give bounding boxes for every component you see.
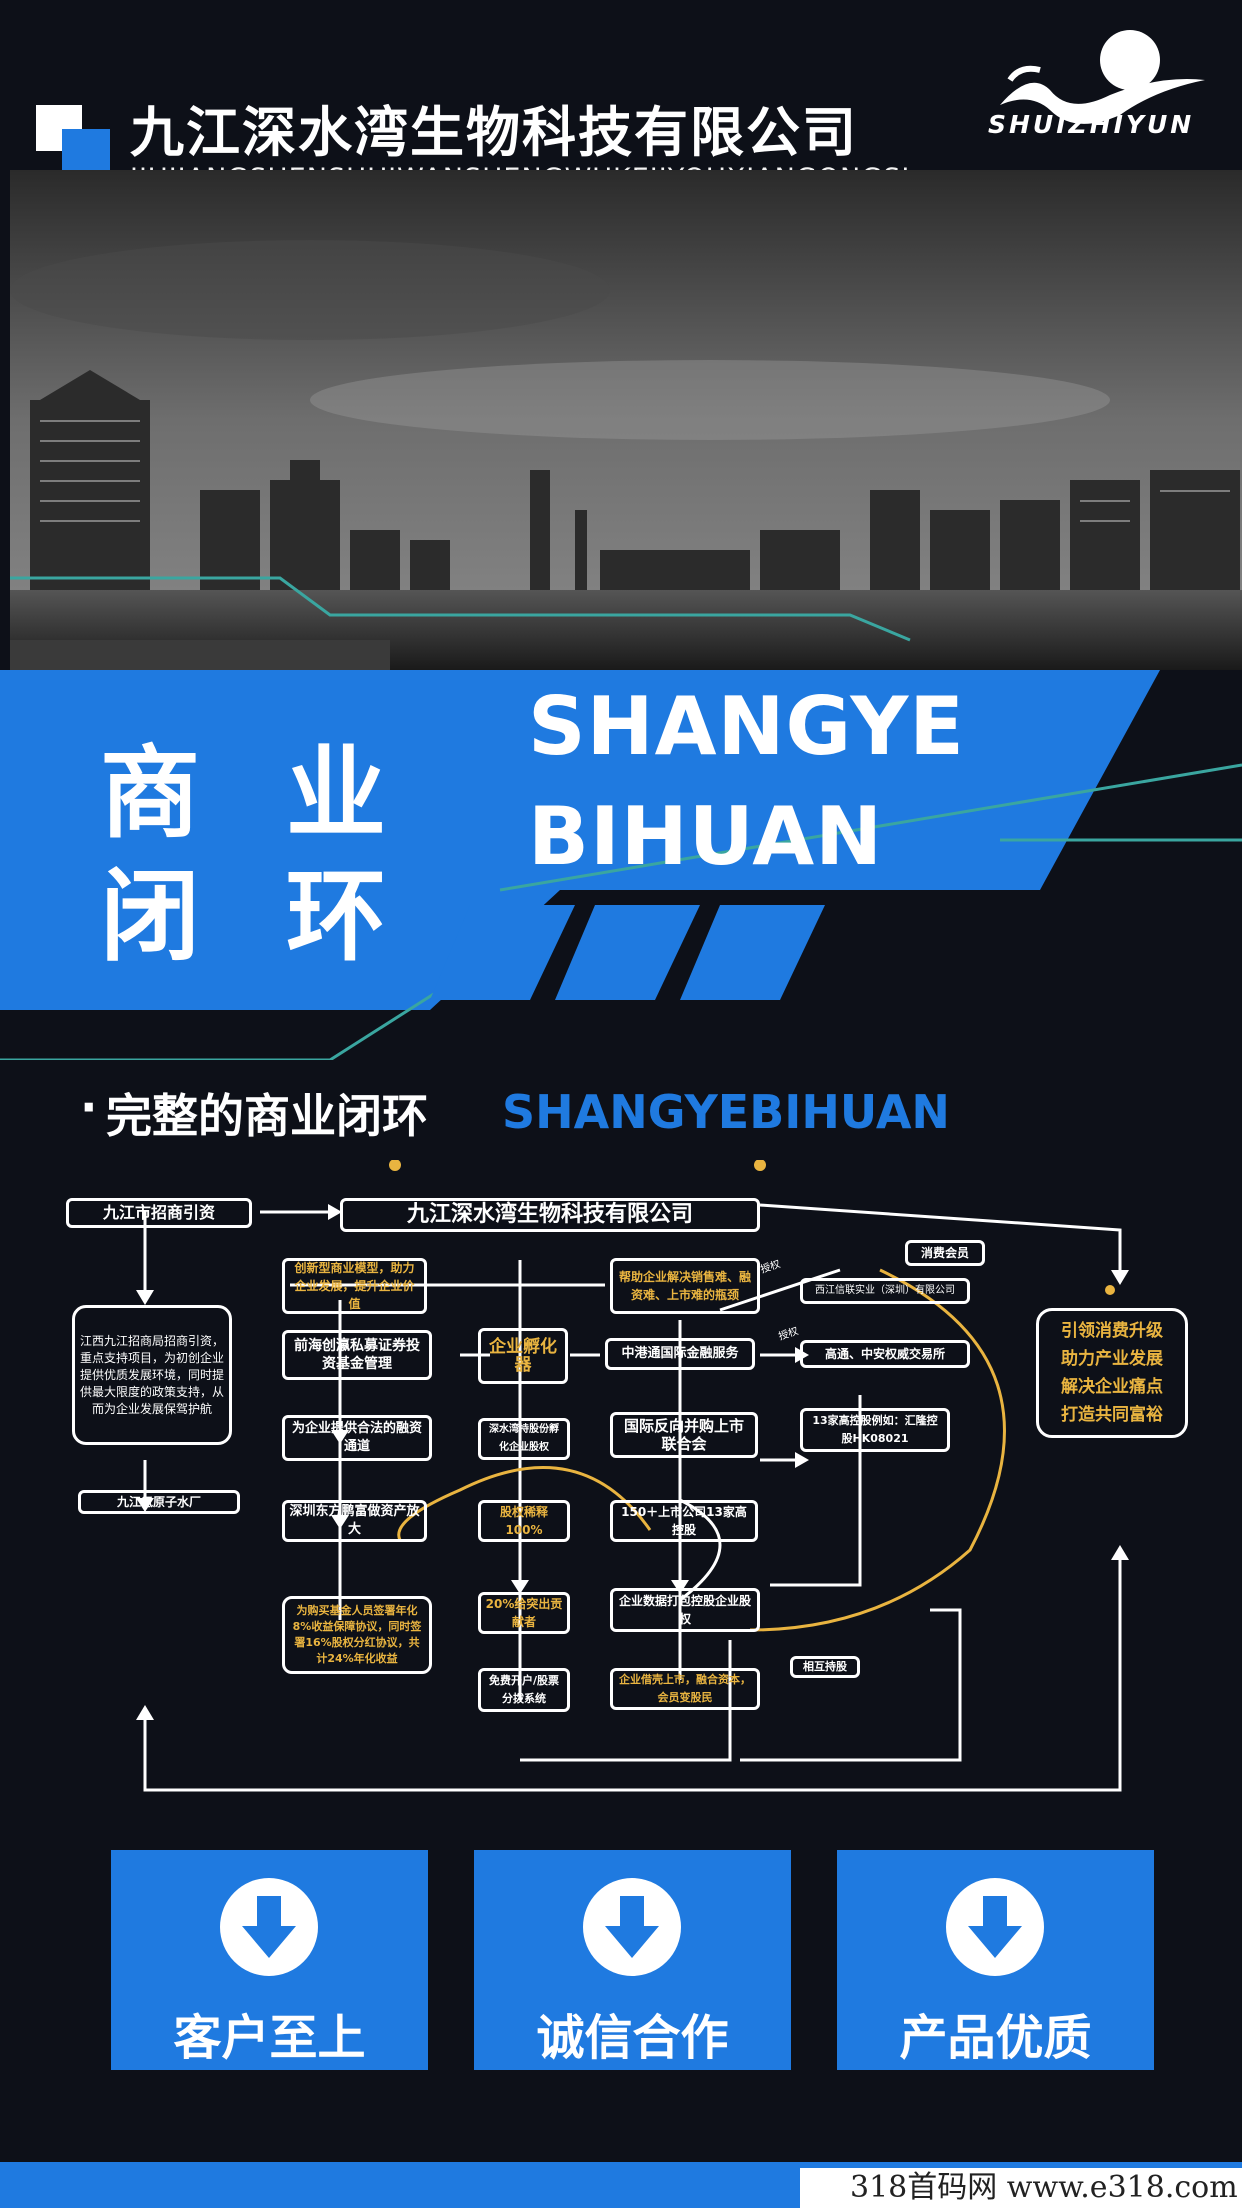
banner-cn-1: 商 bbox=[100, 735, 200, 852]
goal-4: 打造共同富裕 bbox=[1061, 1405, 1163, 1425]
box-150-listed: 150＋上市公司13家高控股 bbox=[610, 1500, 758, 1542]
box-member: 消费会员 bbox=[905, 1240, 985, 1266]
box-innovate: 创新型商业模型，助力企业发展，提升企业价值 bbox=[282, 1258, 427, 1314]
card-quality: 产品优质 bbox=[837, 1850, 1154, 2070]
box-right-goals: 引领消费升级 助力产业发展 解决企业痛点 打造共同富裕 bbox=[1036, 1308, 1188, 1438]
banner-cn-2: 业 bbox=[286, 735, 386, 852]
goal-2: 助力产业发展 bbox=[1061, 1349, 1163, 1369]
box-xixin: 西江信联实业（深圳）有限公司 bbox=[800, 1278, 970, 1304]
down-arrow-icon bbox=[220, 1878, 318, 1976]
banner-en-line1: SHANGYE bbox=[528, 680, 965, 773]
card-customer-first: 客户至上 bbox=[111, 1850, 428, 2070]
goal-1: 引领消费升级 bbox=[1061, 1321, 1163, 1341]
box-hydrogen-plant: 九江氢原子水厂 bbox=[78, 1490, 240, 1514]
box-center-company: 九江深水湾生物科技有限公司 bbox=[340, 1198, 760, 1232]
box-data-pack: 企业数据打包控股企业股权 bbox=[610, 1588, 760, 1632]
goal-3: 解决企业痛点 bbox=[1061, 1377, 1163, 1397]
section-title-en: SHANGYEBIHUAN bbox=[502, 1085, 950, 1139]
brand-logo-icon bbox=[1000, 30, 1205, 124]
banner-cn-3: 闭 bbox=[100, 858, 200, 975]
card-integrity: 诚信合作 bbox=[474, 1850, 791, 2070]
box-free-account: 免费开户/股票分拨系统 bbox=[478, 1668, 570, 1712]
section-title-cn: 完整的商业闭环 bbox=[106, 1089, 428, 1143]
banner-cn-4: 环 bbox=[286, 858, 386, 975]
business-loop-diagram: 九江市招商引资 九江深水湾生物科技有限公司 江西九江招商局招商引资，重点支持项目… bbox=[60, 1160, 1190, 1800]
box-listing: 企业借壳上市，融合资本，会员变股民 bbox=[610, 1668, 760, 1710]
box-finance-channel: 为企业提供合法的融资通道 bbox=[282, 1415, 432, 1461]
banner-background bbox=[0, 670, 1242, 1060]
box-merge: 国际反向并购上市联合会 bbox=[610, 1412, 758, 1458]
banner-en-line2: BIHUAN bbox=[528, 790, 884, 883]
box-mutual: 相互持股 bbox=[790, 1656, 860, 1678]
header: 九江深水湾生物科技有限公司 JIUJIANGSHENSHUIWANSHENGWU… bbox=[0, 0, 1242, 194]
city-skyline-image bbox=[10, 170, 1242, 670]
company-name-cn: 九江深水湾生物科技有限公司 bbox=[130, 101, 858, 164]
box-13-holdings: 13家高控股例如：汇隆控股HK08021 bbox=[800, 1408, 950, 1452]
box-fund-desc: 为购买基金人员签署年化8%收益保障协议，同时签署16%股权分红协议，共计24%年… bbox=[282, 1596, 432, 1674]
watermark: 318首码网 www.e318.com bbox=[800, 2168, 1242, 2208]
box-left-desc: 江西九江招商局招商引资，重点支持项目，为初创企业提供优质发展环境，同时提供最大限… bbox=[72, 1305, 232, 1445]
stripe-1 bbox=[430, 905, 575, 1000]
box-fund: 前海创瀛私募证券投资基金管理 bbox=[282, 1330, 432, 1380]
box-gaotong: 高通、中安权威交易所 bbox=[800, 1340, 970, 1368]
stripe-2 bbox=[555, 905, 700, 1000]
stripe-3 bbox=[680, 905, 825, 1000]
box-incubator: 企业孵化器 bbox=[478, 1328, 568, 1384]
box-sws-equity: 深水湾持股份孵化企业股权 bbox=[478, 1418, 570, 1460]
card-label: 客户至上 bbox=[173, 2010, 366, 2066]
box-dilute: 股权稀释100% bbox=[478, 1500, 570, 1542]
down-arrow-icon bbox=[946, 1878, 1044, 1976]
card-label: 诚信合作 bbox=[536, 2010, 729, 2066]
card-label: 产品优质 bbox=[899, 2010, 1092, 2066]
section-bullet: · bbox=[80, 1080, 98, 1134]
down-arrow-icon bbox=[583, 1878, 681, 1976]
box-shenzhen: 深圳东方鹏富做资产放大 bbox=[282, 1500, 427, 1542]
brand-name: SHUIZHIYUN bbox=[988, 110, 1195, 139]
box-help: 帮助企业解决销售难、融资难、上市难的瓶颈 bbox=[610, 1258, 760, 1314]
box-20pct: 20%给突出贡献者 bbox=[478, 1592, 570, 1634]
box-hk-finance: 中港通国际金融服务 bbox=[605, 1338, 755, 1370]
box-jiujiang-investment: 九江市招商引资 bbox=[66, 1198, 252, 1228]
company-logo-mark bbox=[36, 105, 112, 179]
